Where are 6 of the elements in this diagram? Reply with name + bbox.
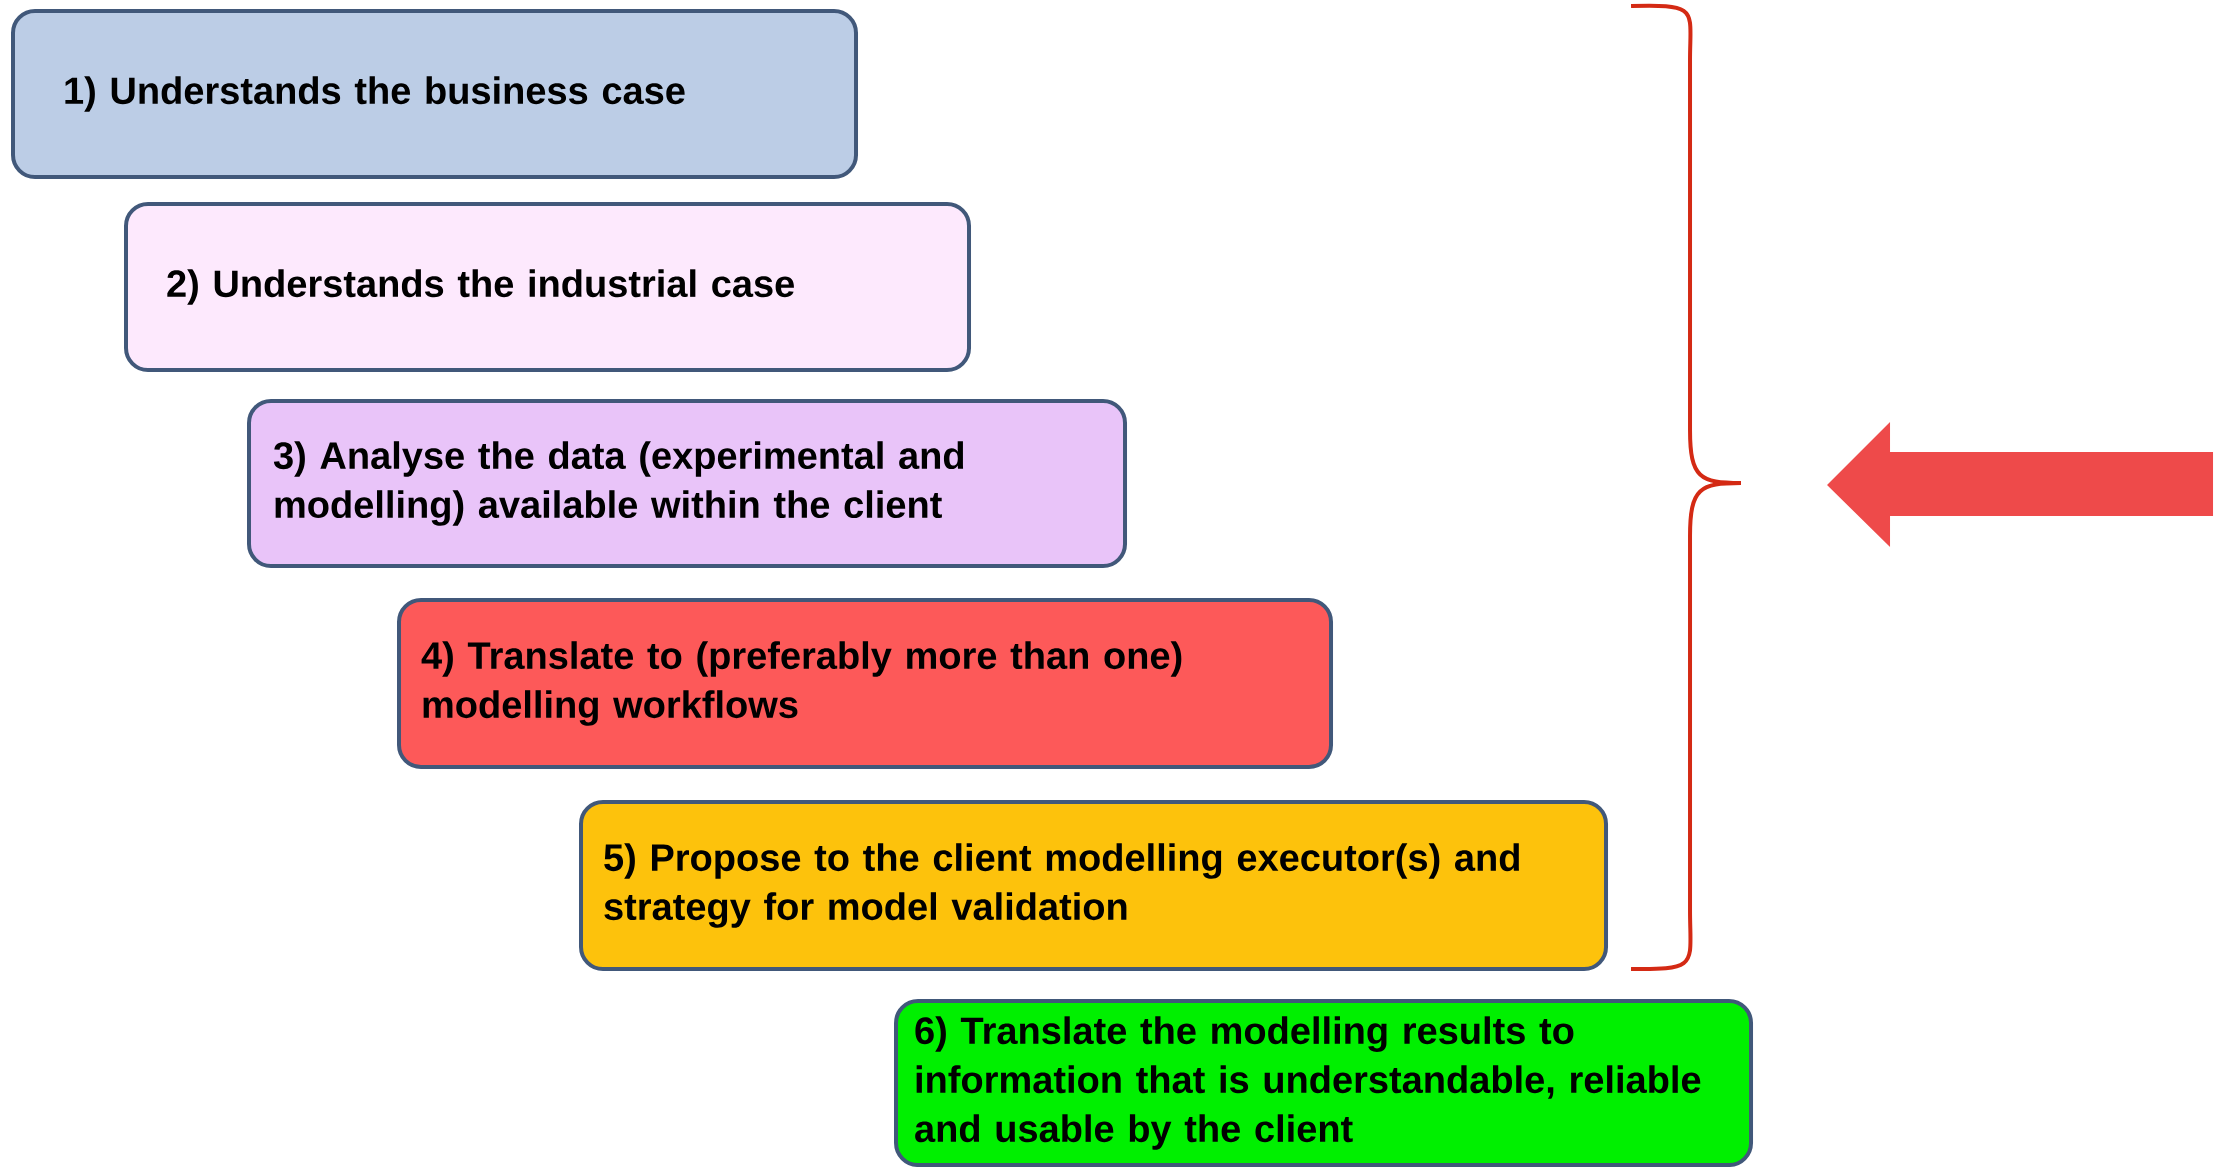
step-box: 6) Translate the modelling results to information that is understandable, reliable and usable by the client [894, 999, 1753, 1167]
step-box: 5) Propose to the client modelling executor(s) and strategy for model validation [579, 800, 1608, 971]
step-box: 2) Understands the industrial case [124, 202, 971, 372]
step-box: 1) Understands the business case [11, 9, 858, 179]
step-box: 4) Translate to (preferably more than one) modelling workflows [397, 598, 1333, 769]
step-box: 3) Analyse the data (experimental and modelling) available within the client [247, 399, 1127, 568]
